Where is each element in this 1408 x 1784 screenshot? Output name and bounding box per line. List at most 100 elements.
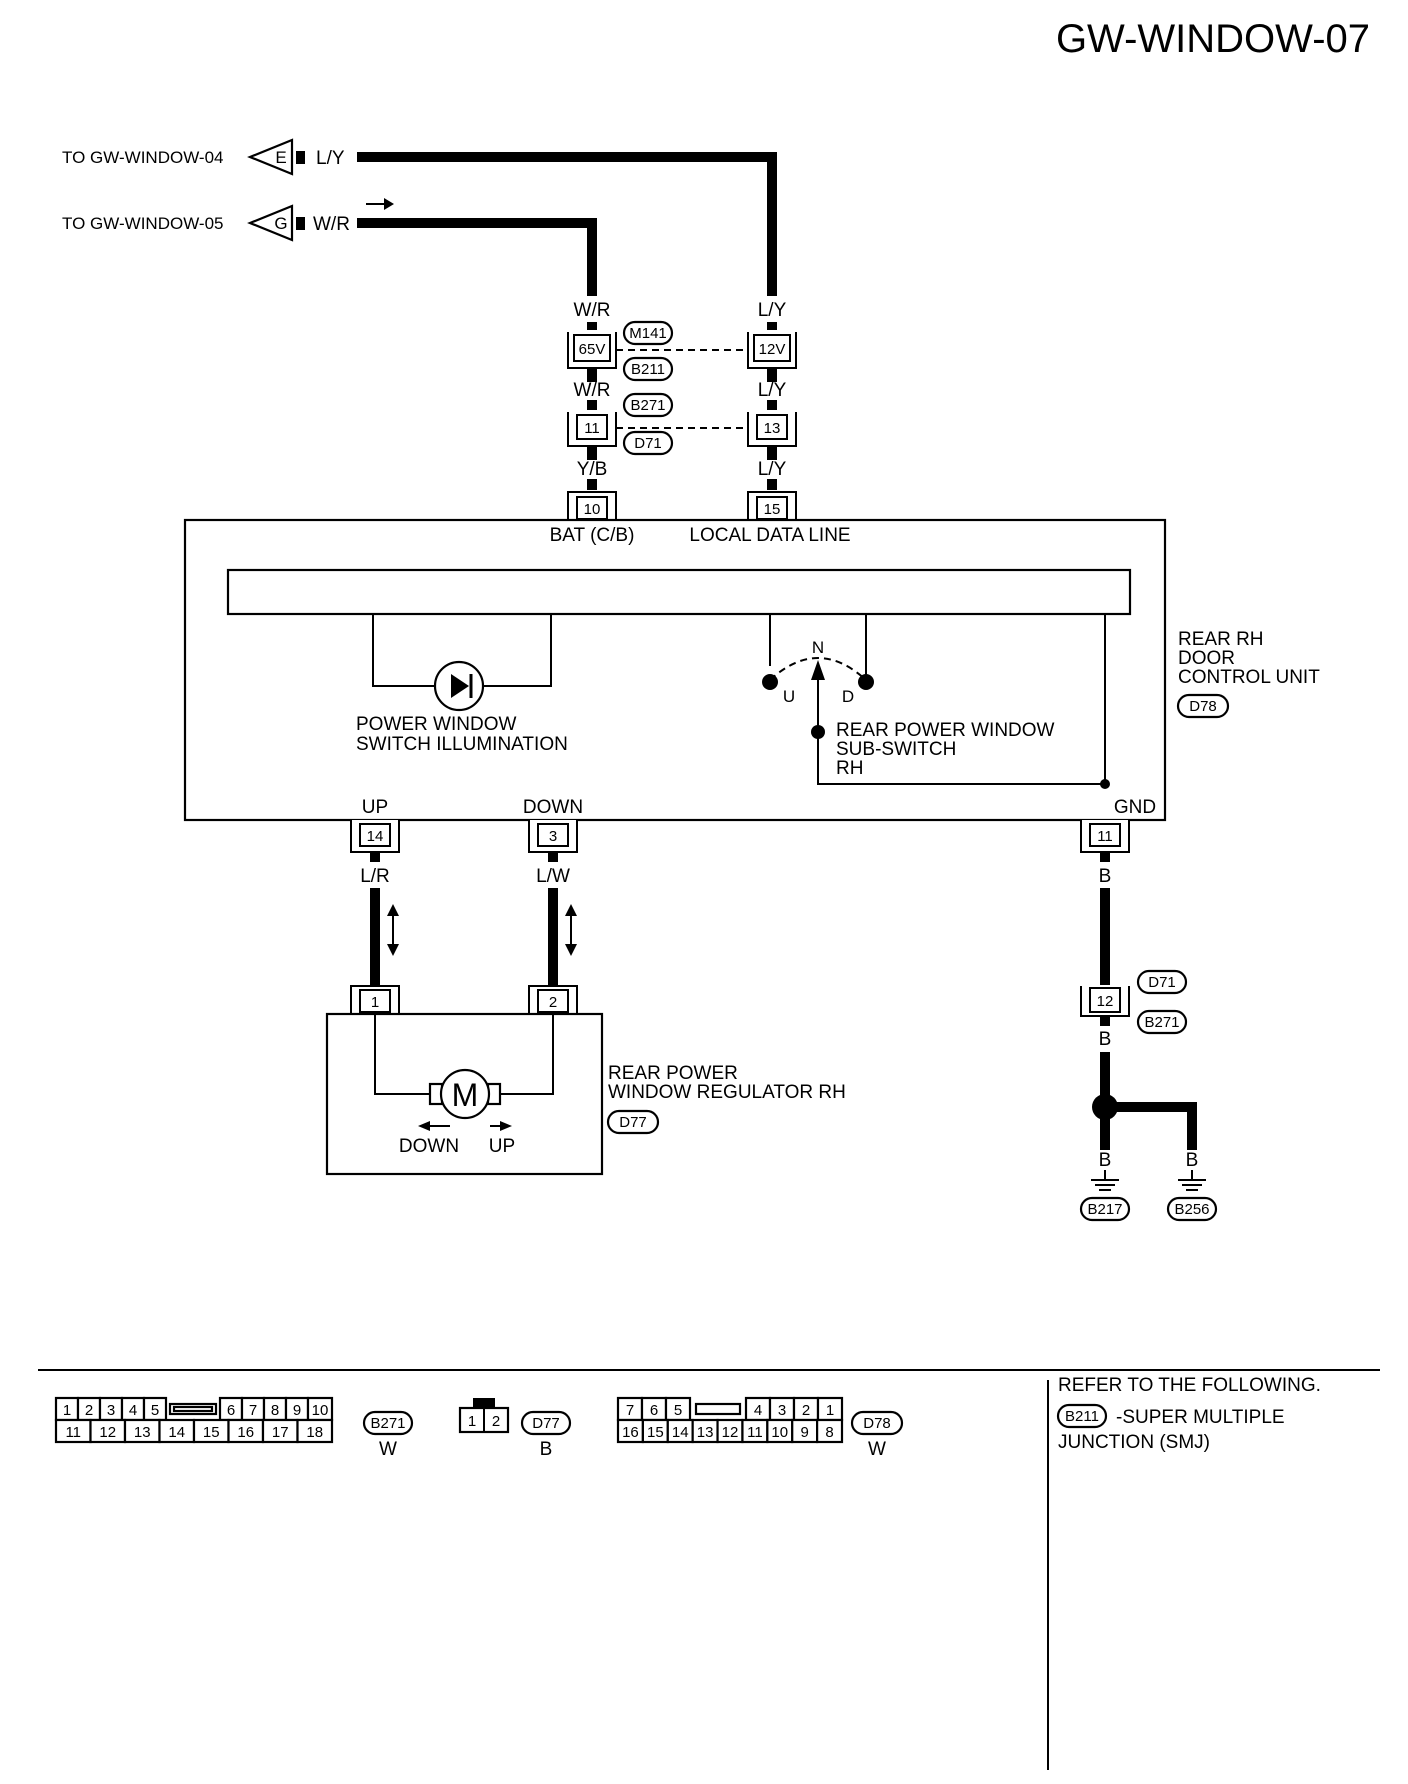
badge-b271-label: B271: [630, 397, 665, 414]
offpage-e-arrow: [247, 138, 294, 176]
offpage-g-wire: W/R: [313, 214, 350, 235]
offpage-g-letter: G: [274, 214, 287, 233]
pin-2: 2: [549, 994, 557, 1011]
wire-label-wr-2: W/R: [574, 380, 611, 401]
offpage-e-letter: E: [275, 148, 286, 167]
b271-pin-cell: [296, 1418, 334, 1444]
label-switch-d: D: [842, 687, 854, 706]
label-unit-name-1: REAR RH: [1178, 629, 1264, 650]
connector-d71-b271-gnd: 12: [1080, 986, 1130, 1017]
offpage-g-label: TO GW-WINDOW-05: [62, 214, 224, 233]
d78-pin: 5: [674, 1402, 682, 1419]
badge-b271-gnd-label: B271: [1144, 1014, 1179, 1031]
d78-pin: 2: [802, 1402, 810, 1419]
badge-d77-label: D77: [619, 1114, 647, 1131]
offpage-e-terminal: [296, 151, 305, 164]
label-subswitch-1: REAR POWER WINDOW: [836, 720, 1055, 741]
d78-pin: 12: [722, 1424, 739, 1441]
smj-text-1: -SUPER MULTIPLE: [1116, 1407, 1285, 1428]
b271-pin: 2: [85, 1402, 93, 1419]
badge-b271-legend-label: B271: [370, 1415, 405, 1432]
badge-b271-legend: [362, 1410, 414, 1436]
label-unit-name-2: DOOR: [1178, 648, 1235, 669]
control-logic-block: [226, 568, 1132, 616]
wire-label-lw: L/W: [536, 866, 570, 887]
offpage-connector-e: TO GW-WINDOW-04 E L/Y: [62, 138, 345, 176]
window-regulator-box: [325, 1012, 604, 1176]
wire-label-b-4: B: [1186, 1150, 1199, 1171]
d78-pin: 4: [754, 1402, 762, 1419]
motor-label-up: UP: [489, 1136, 515, 1157]
b271-pin: 1: [63, 1402, 71, 1419]
pin-10: 10: [584, 501, 601, 518]
connector-d78-gnd: 11: [1080, 820, 1130, 853]
label-subswitch-3: RH: [836, 758, 863, 779]
badge-d77: [606, 1109, 660, 1135]
badge-d77-legend: [520, 1410, 572, 1436]
subswitch-ground-wire: [817, 732, 1105, 785]
label-switch-n: N: [812, 638, 824, 657]
pin-11-gnd: 11: [1097, 828, 1113, 845]
motor-up-arrowhead: [500, 1121, 512, 1131]
pin-15: 15: [764, 501, 781, 518]
badge-b211: [622, 356, 674, 382]
pin-14: 14: [367, 828, 384, 845]
subswitch-contact-d: [858, 674, 874, 690]
connector-m141-b211-ly: 12V: [747, 332, 797, 369]
label-bat-cb: BAT (C/B): [550, 525, 635, 546]
b271-pin: 11: [65, 1424, 81, 1441]
label-unit-name-3: CONTROL UNIT: [1178, 667, 1320, 688]
badge-d71: [622, 430, 674, 456]
badge-b211-legend: [1056, 1403, 1108, 1429]
b271-pin: 4: [129, 1402, 137, 1419]
d78-pin: 14: [672, 1424, 689, 1441]
badge-b211-label: B211: [631, 361, 665, 378]
label-up: UP: [362, 797, 388, 818]
badge-b211-legend-label: B211: [1065, 1408, 1099, 1425]
motor-symbol: M: [452, 1077, 479, 1113]
bidirectional-arrow-icon: [387, 904, 399, 956]
wire-label-b-1: B: [1099, 866, 1112, 887]
ground-icon: [1178, 1170, 1206, 1191]
connector-latch: [172, 1405, 214, 1413]
b271-pin: 6: [227, 1402, 235, 1419]
badge-d71-gnd: [1136, 969, 1188, 995]
d78-pin: 7: [626, 1402, 634, 1419]
d78-color: W: [868, 1439, 886, 1460]
d78-pin: 13: [697, 1424, 714, 1441]
connector-face-d77: 1 2: [458, 1398, 510, 1434]
ground-junction-dot: [1100, 779, 1110, 789]
wire-b-ground-2: [1105, 1102, 1197, 1150]
wire-label-yb: Y/B: [577, 459, 608, 480]
badge-d78-label: D78: [1189, 698, 1217, 715]
d78-pin: 15: [647, 1424, 664, 1441]
d78-pin: 3: [778, 1402, 786, 1419]
b271-color: W: [379, 1439, 397, 1460]
label-regulator-1: REAR POWER: [608, 1063, 738, 1084]
pin-3: 3: [549, 828, 557, 845]
d78-pin: 16: [622, 1424, 639, 1441]
pin-11-top: 11: [584, 420, 600, 437]
connector-d78-local: 15: [747, 491, 797, 520]
badge-m141: [622, 320, 674, 346]
badge-b256-label: B256: [1174, 1201, 1209, 1218]
connector-d78-down: 3: [528, 820, 578, 853]
offpage-g-terminal: [296, 217, 305, 230]
d77-pin-2: 2: [492, 1413, 500, 1430]
connector-d78-up: 14: [350, 820, 400, 853]
page-title: GW-WINDOW-07: [1056, 17, 1370, 61]
label-regulator-2: WINDOW REGULATOR RH: [608, 1082, 846, 1103]
bidirectional-arrow-icon: [565, 904, 577, 956]
badge-d78-legend-label: D78: [863, 1415, 891, 1432]
wire-ly-top: [357, 152, 777, 296]
b271-pin: 12: [99, 1424, 116, 1441]
pin-65v: 65V: [579, 341, 606, 358]
offpage-connector-g: TO GW-WINDOW-05 G W/R: [62, 198, 394, 242]
b271-pin: 18: [306, 1424, 323, 1441]
signal-direction-arrowhead: [384, 198, 394, 210]
label-subswitch-2: SUB-SWITCH: [836, 739, 956, 760]
connector-d77-pin2: 2: [528, 985, 578, 1014]
connector-b271-d71-ly: 13: [747, 412, 797, 447]
